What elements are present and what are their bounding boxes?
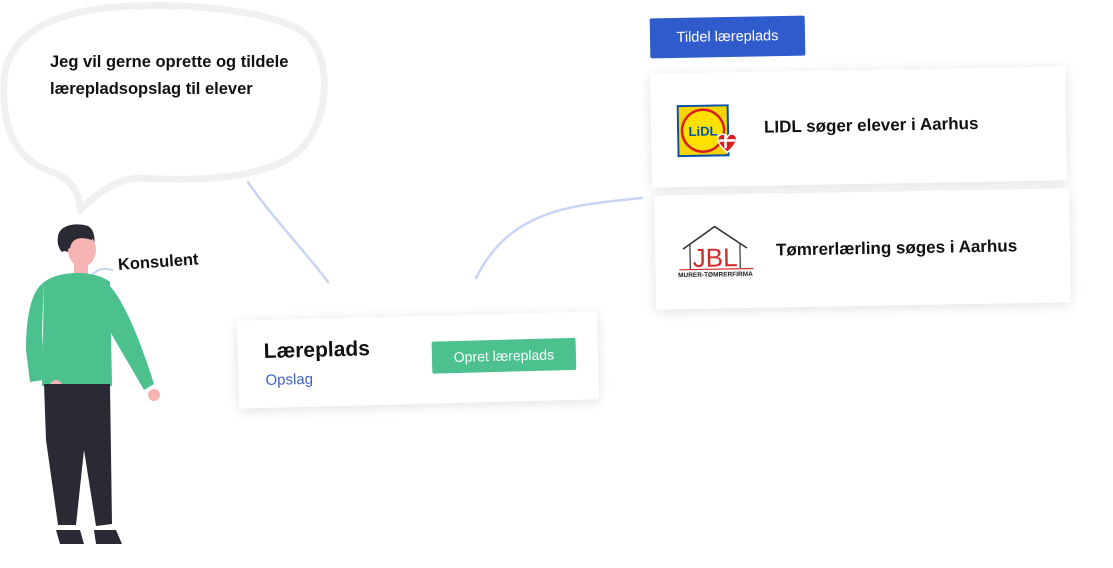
assign-laereplads-button[interactable]: Tildel læreplads — [649, 15, 806, 59]
create-laereplads-button[interactable]: Opret læreplads — [431, 337, 577, 374]
offer-title: LIDL søger elever i Aarhus — [763, 113, 979, 137]
jbl-logo: JBL MURER-TØMRERFIRMA — [678, 225, 754, 279]
consultant-person-icon — [26, 224, 160, 544]
bubble-text: Jeg vil gerne oprette og tildele lærepla… — [50, 53, 289, 98]
svg-text:JBL: JBL — [692, 242, 737, 273]
speech-bubble — [0, 2, 328, 214]
lidl-logo: LiDL — [676, 104, 738, 158]
card-subtitle-link[interactable]: Opslag — [265, 370, 314, 389]
offer-title: Tømrerlærling søges i Aarhus — [775, 236, 1018, 260]
svg-text:MURER-TØMRERFIRMA: MURER-TØMRERFIRMA — [678, 271, 753, 279]
svg-text:LiDL: LiDL — [688, 123, 717, 139]
offer-card-lidl[interactable]: LiDL LIDL søger elever i Aarhus — [650, 66, 1067, 188]
card-title: Læreplads — [263, 337, 371, 364]
offer-card-jbl[interactable]: JBL MURER-TØMRERFIRMA Tømrerlærling søge… — [654, 188, 1071, 310]
laereplads-card: Læreplads Opslag Opret læreplads — [236, 311, 600, 409]
